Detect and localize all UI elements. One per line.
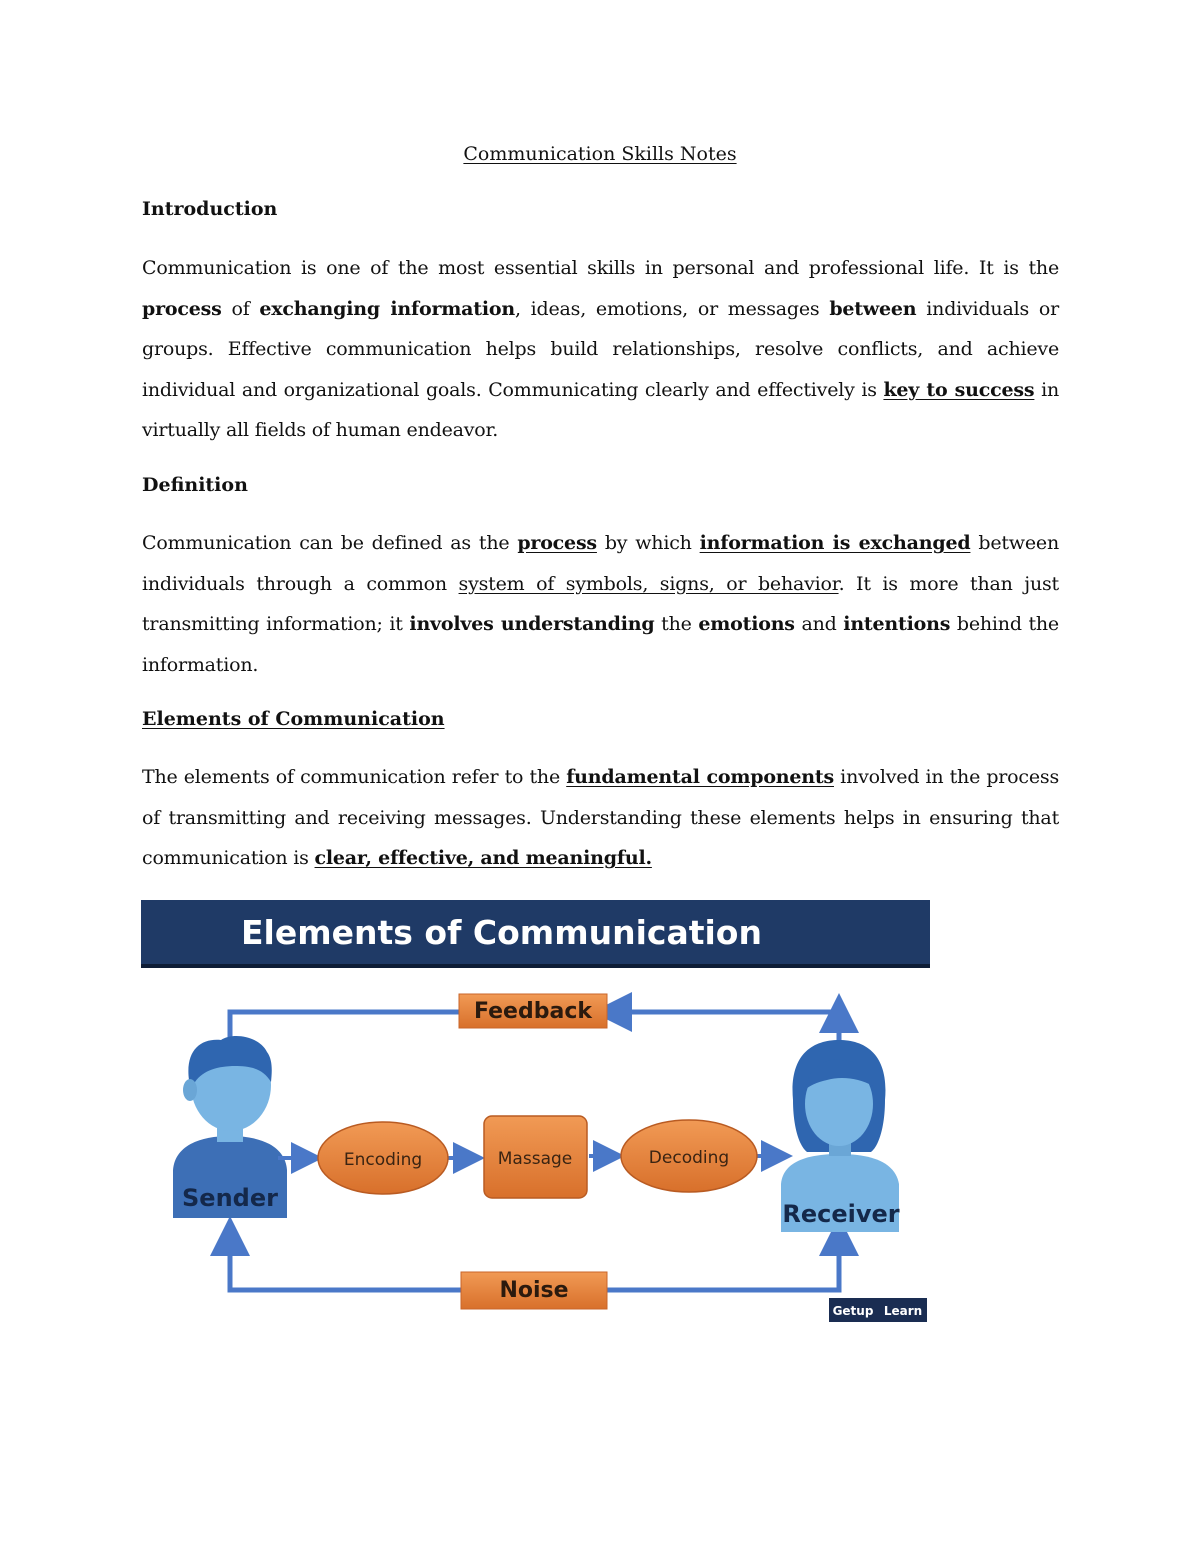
sender-label: Sender [182, 1184, 278, 1212]
noise-label: Noise [499, 1278, 568, 1303]
encoding-label: Encoding [344, 1150, 422, 1170]
definition-heading: Definition [142, 474, 248, 496]
elements-heading: Elements of Communication [142, 708, 445, 730]
introduction-heading: Introduction [142, 198, 278, 220]
elements-of-communication-diagram: Elements of Communication Feedback Noise [141, 900, 931, 1325]
message-label: Massage [498, 1149, 572, 1169]
page-title: Communication Skills Notes [463, 143, 737, 165]
definition-paragraph: Communication can be defined as the proc… [142, 532, 1059, 676]
receiver-label: Receiver [782, 1200, 899, 1228]
feedback-box [458, 993, 608, 1029]
elements-paragraph: The elements of communication refer to t… [142, 766, 1059, 869]
receiver-person-icon [781, 1040, 899, 1232]
noise-box [460, 1271, 608, 1310]
feedback-label: Feedback [474, 999, 593, 1024]
diagram-banner [141, 900, 930, 964]
sender-person-icon [173, 1036, 287, 1218]
svg-text:Learn: Learn [884, 1304, 922, 1318]
decoding-node [620, 1119, 758, 1193]
svg-text:Getup: Getup [833, 1304, 874, 1318]
decoding-label: Decoding [649, 1148, 729, 1168]
diagram-banner-title: Elements of Communication [241, 913, 762, 952]
message-node [483, 1115, 588, 1199]
encoding-node [317, 1121, 449, 1195]
introduction-paragraph: Communication is one of the most essenti… [142, 257, 1059, 441]
getuplearn-logo: Getup Learn [829, 1298, 927, 1322]
